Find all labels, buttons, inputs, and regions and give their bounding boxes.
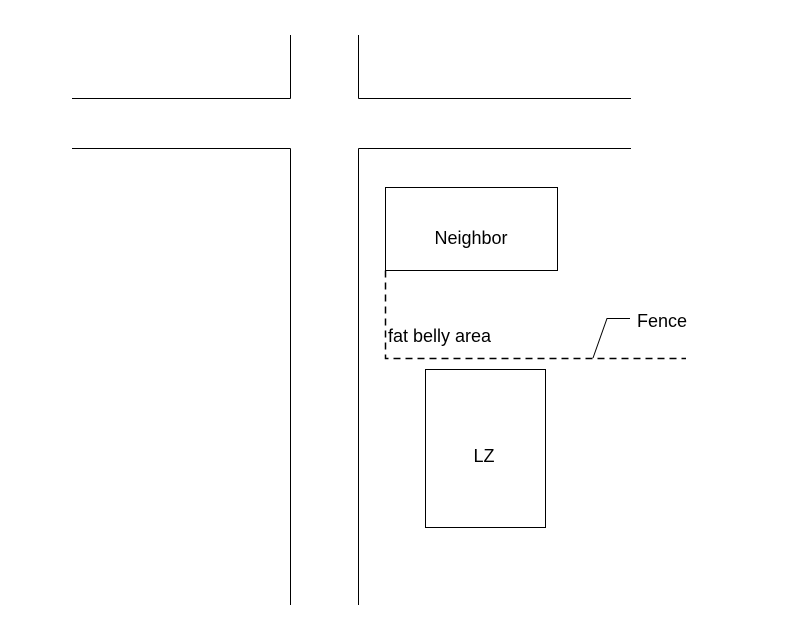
fence-line <box>384 270 686 360</box>
fence-label: Fence <box>637 311 687 331</box>
fence-leader-line <box>592 318 630 359</box>
neighbor-label: Neighbor <box>434 228 507 248</box>
road-edges <box>72 35 631 605</box>
neighbor-building <box>385 187 558 271</box>
lz-label: LZ <box>473 446 494 466</box>
area-label: fat belly area <box>388 326 492 346</box>
lz-box <box>425 369 546 528</box>
